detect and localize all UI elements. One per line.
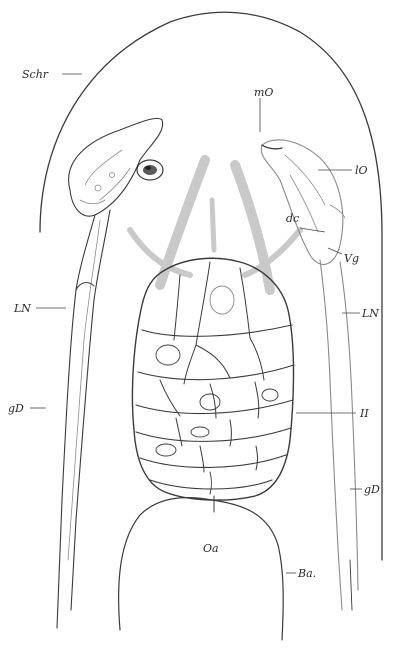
right-nerve [320,260,358,610]
label-oa: Oa [203,542,219,555]
label-ln-right: LN [361,307,379,320]
right-eye [261,140,345,265]
label-dc: dc [286,212,299,225]
label-mo: mO [254,86,273,99]
label-ba: Ba. [297,567,316,580]
label-gd-right: gD [364,483,380,496]
label-ii: II [359,407,369,420]
basal-bulb [119,498,284,640]
label-vg: Vg [344,252,359,265]
left-eye [69,118,163,216]
label-ln-left: LN [13,302,31,315]
label-gd-left: gD [8,402,24,415]
left-nerve [57,210,110,628]
label-schr: Schr [22,68,49,81]
label-lo: lO [355,164,368,177]
